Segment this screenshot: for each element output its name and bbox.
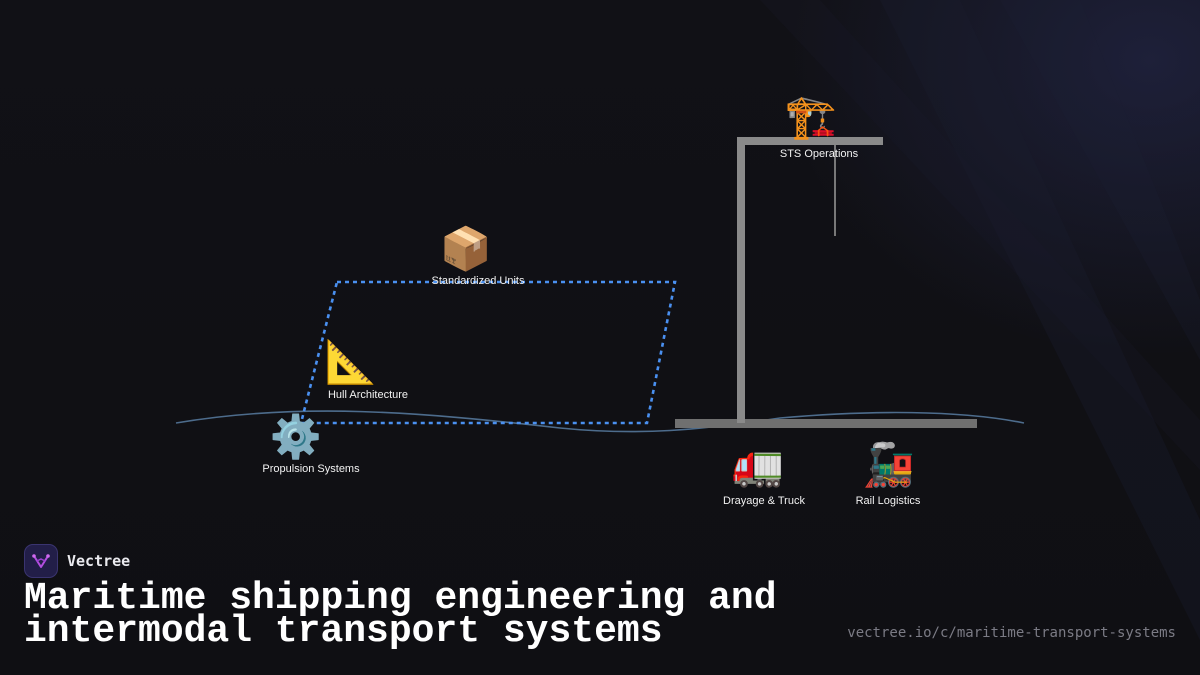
- source-url: vectree.io/c/maritime-transport-systems: [847, 625, 1176, 641]
- node-drayage-truck: 🚛 Drayage & Truck: [719, 440, 805, 508]
- node-standardized-units: 📦 Standardized Units: [408, 224, 525, 288]
- truck-icon: 🚛: [731, 440, 785, 489]
- sea-wave-line: [175, 410, 1025, 433]
- node-hull-architecture: 📐 Hull Architecture: [308, 337, 408, 402]
- node-label: Standardized Units: [431, 275, 525, 287]
- node-sts-operations: 🏗️ STS Operations: [772, 92, 858, 161]
- node-label: Propulsion Systems: [262, 463, 360, 475]
- gear-icon: ⚙️: [269, 412, 323, 461]
- node-label: Hull Architecture: [327, 389, 409, 401]
- node-label: Drayage & Truck: [723, 495, 805, 507]
- node-propulsion-systems: ⚙️ Propulsion Systems: [250, 412, 359, 476]
- brand-name: Vectree: [67, 552, 131, 570]
- ship-hull-outline: [299, 280, 677, 425]
- node-rail-logistics: 🚂 Rail Logistics: [855, 440, 921, 508]
- page-title: Maritime shipping engineering and interm…: [24, 577, 777, 653]
- triangular-ruler-icon: 📐: [324, 337, 378, 386]
- package-icon: 📦: [439, 224, 493, 273]
- crane-boom: [737, 137, 883, 145]
- crane-mast: [737, 137, 745, 423]
- node-label: STS Operations: [779, 148, 859, 160]
- node-label: Rail Logistics: [855, 495, 921, 507]
- vectree-logo-icon: [24, 544, 58, 578]
- vectree-mark-icon: [32, 554, 50, 568]
- quay-platform: [675, 419, 977, 428]
- crane-icon: 🏗️: [784, 92, 838, 141]
- locomotive-icon: 🚂: [862, 440, 916, 489]
- brand: Vectree: [24, 544, 130, 578]
